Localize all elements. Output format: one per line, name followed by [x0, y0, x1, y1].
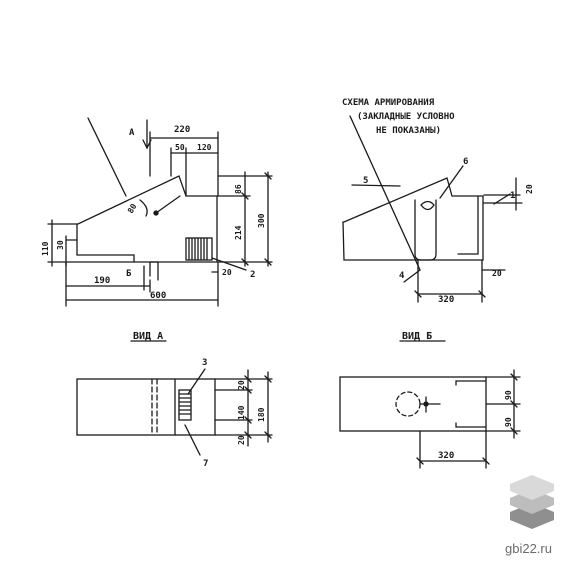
view-b-slot-top: [455, 380, 487, 386]
dim-110: 110: [41, 241, 50, 256]
right-frame: [457, 195, 479, 255]
callout-2: 2: [250, 270, 255, 280]
left-elevation: [47, 117, 273, 307]
dim-320-right: 320: [438, 295, 454, 305]
view-b-outline: [339, 376, 487, 432]
dim-600: 600: [150, 291, 166, 301]
callout-2-leader: [211, 257, 247, 271]
arrow-b-label: Б: [126, 269, 132, 279]
left-anchor-leader: [155, 195, 181, 214]
left-bottom-hook: [149, 261, 159, 281]
right-elevation: [342, 115, 523, 303]
view-a-outline: [76, 378, 216, 436]
dim-320-view-b: 320: [438, 451, 454, 461]
left-block-outline: [76, 175, 218, 263]
right-rebar-cage: [414, 199, 437, 261]
right-block-outline: [342, 177, 484, 261]
dim-20-bottom-right: 20: [492, 269, 502, 278]
dim-20-view-a-bottom: 20: [237, 435, 246, 445]
reinforcement-title-line3: НЕ ПОКАЗАНЫ): [376, 126, 441, 136]
view-a-embedded-plate: [178, 389, 192, 421]
callout-1: 1: [510, 191, 515, 201]
callout-7-leader: [184, 424, 201, 456]
callout-7: 7: [203, 459, 208, 469]
callout-4: 4: [399, 271, 405, 281]
dim-20-left: 20: [222, 268, 232, 277]
arrow-a-label: А: [129, 128, 135, 138]
dim-190: 190: [94, 276, 110, 286]
watermark-logo-icon: [510, 475, 554, 529]
dim-86: 86: [234, 184, 243, 194]
view-a: [76, 340, 273, 456]
leader-line-left: [87, 117, 127, 197]
left-embedded-plate: [185, 237, 213, 261]
view-b-hole: [395, 391, 421, 417]
dim-30: 30: [56, 240, 65, 250]
watermark-text: gbi22.ru: [505, 541, 552, 556]
right-rebar-loop: [420, 200, 435, 211]
dim-angle-80: 80: [126, 202, 139, 215]
dim-214: 214: [234, 225, 243, 240]
dim-90-bottom: 90: [504, 417, 513, 427]
dim-50: 50: [175, 143, 185, 152]
dim-120: 120: [197, 143, 212, 152]
dim-20-top-right: 20: [525, 184, 534, 194]
reinforcement-title-line1: СХЕМА АРМИРОВАНИЯ: [342, 98, 435, 108]
callout-6: 6: [463, 157, 468, 167]
callout-5: 5: [363, 176, 368, 186]
callout-3: 3: [202, 358, 207, 368]
view-b: [339, 340, 521, 469]
dim-300: 300: [257, 213, 266, 228]
dim-20-view-a-top: 20: [237, 380, 246, 390]
reinforcement-title-line2: (ЗАКЛАДНЫЕ УСЛОВНО: [357, 112, 455, 122]
leader-line-right: [349, 115, 421, 271]
dim-140: 140: [237, 405, 246, 420]
left-angle-arc: [139, 199, 148, 217]
view-b-slot-bottom: [455, 422, 487, 428]
dim-90-top: 90: [504, 390, 513, 400]
dim-220: 220: [174, 125, 190, 135]
dim-180: 180: [257, 407, 266, 422]
view-a-title: ВИД А: [133, 331, 163, 342]
view-b-title: ВИД Б: [402, 331, 432, 342]
callout-3-leader: [187, 368, 206, 395]
